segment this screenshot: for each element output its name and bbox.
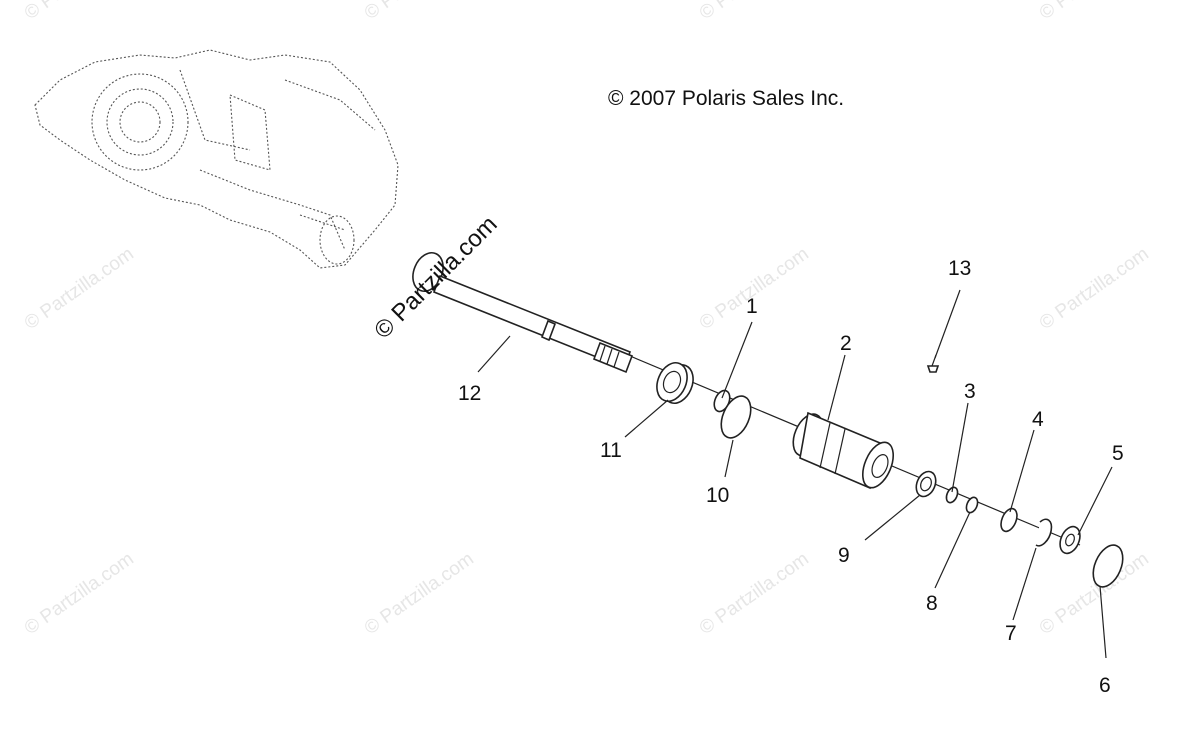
callout-1: 1 (746, 295, 758, 318)
bg-watermark: © Partzilla.com (1036, 0, 1153, 24)
bg-watermark: © Partzilla.com (361, 548, 478, 639)
callout-12: 12 (458, 382, 481, 405)
callout-9: 9 (838, 544, 850, 567)
copyright-text: © 2007 Polaris Sales Inc. (608, 87, 844, 110)
callout-13: 13 (948, 257, 971, 280)
callout-3: 3 (964, 380, 976, 403)
callout-2: 2 (840, 332, 852, 355)
callout-5: 5 (1112, 442, 1124, 465)
bg-watermark: © Partzilla.com (21, 0, 138, 24)
snap-ring-part-7 (1035, 518, 1053, 547)
leader-lines (477, 289, 1113, 659)
callout-11: 11 (600, 439, 622, 462)
overlay-watermark: © Partzilla.com (369, 211, 502, 344)
callout-8: 8 (926, 592, 938, 615)
gear-part (792, 411, 895, 490)
bg-watermark: © Partzilla.com (1036, 243, 1153, 334)
bg-watermark: © Partzilla.com (696, 243, 813, 334)
o-ring-part-6 (1092, 544, 1124, 588)
bg-watermark: © Partzilla.com (21, 548, 138, 639)
shaft-part (412, 251, 634, 374)
bg-watermark: © Partzilla.com (1036, 548, 1153, 639)
ring-part-4 (1000, 507, 1018, 533)
callout-7: 7 (1005, 622, 1017, 645)
seal-part (1059, 525, 1081, 555)
bearing-part-9 (915, 470, 937, 498)
bg-watermark: © Partzilla.com (361, 0, 478, 24)
transmission-housing (34, 49, 399, 269)
callout-4: 4 (1032, 408, 1044, 431)
o-ring-part-10 (720, 395, 752, 439)
background-watermarks: © Partzilla.com © Partzilla.com © Partzi… (21, 0, 1153, 639)
bg-watermark: © Partzilla.com (21, 243, 138, 334)
callout-6: 6 (1099, 674, 1111, 697)
bg-watermark: © Partzilla.com (696, 0, 813, 24)
bg-watermark: © Partzilla.com (696, 548, 813, 639)
callout-10: 10 (706, 484, 729, 507)
ring-part-8 (965, 496, 979, 514)
bearing-part (656, 361, 694, 405)
ring-part-3 (945, 486, 959, 504)
bolt-part (926, 354, 940, 373)
